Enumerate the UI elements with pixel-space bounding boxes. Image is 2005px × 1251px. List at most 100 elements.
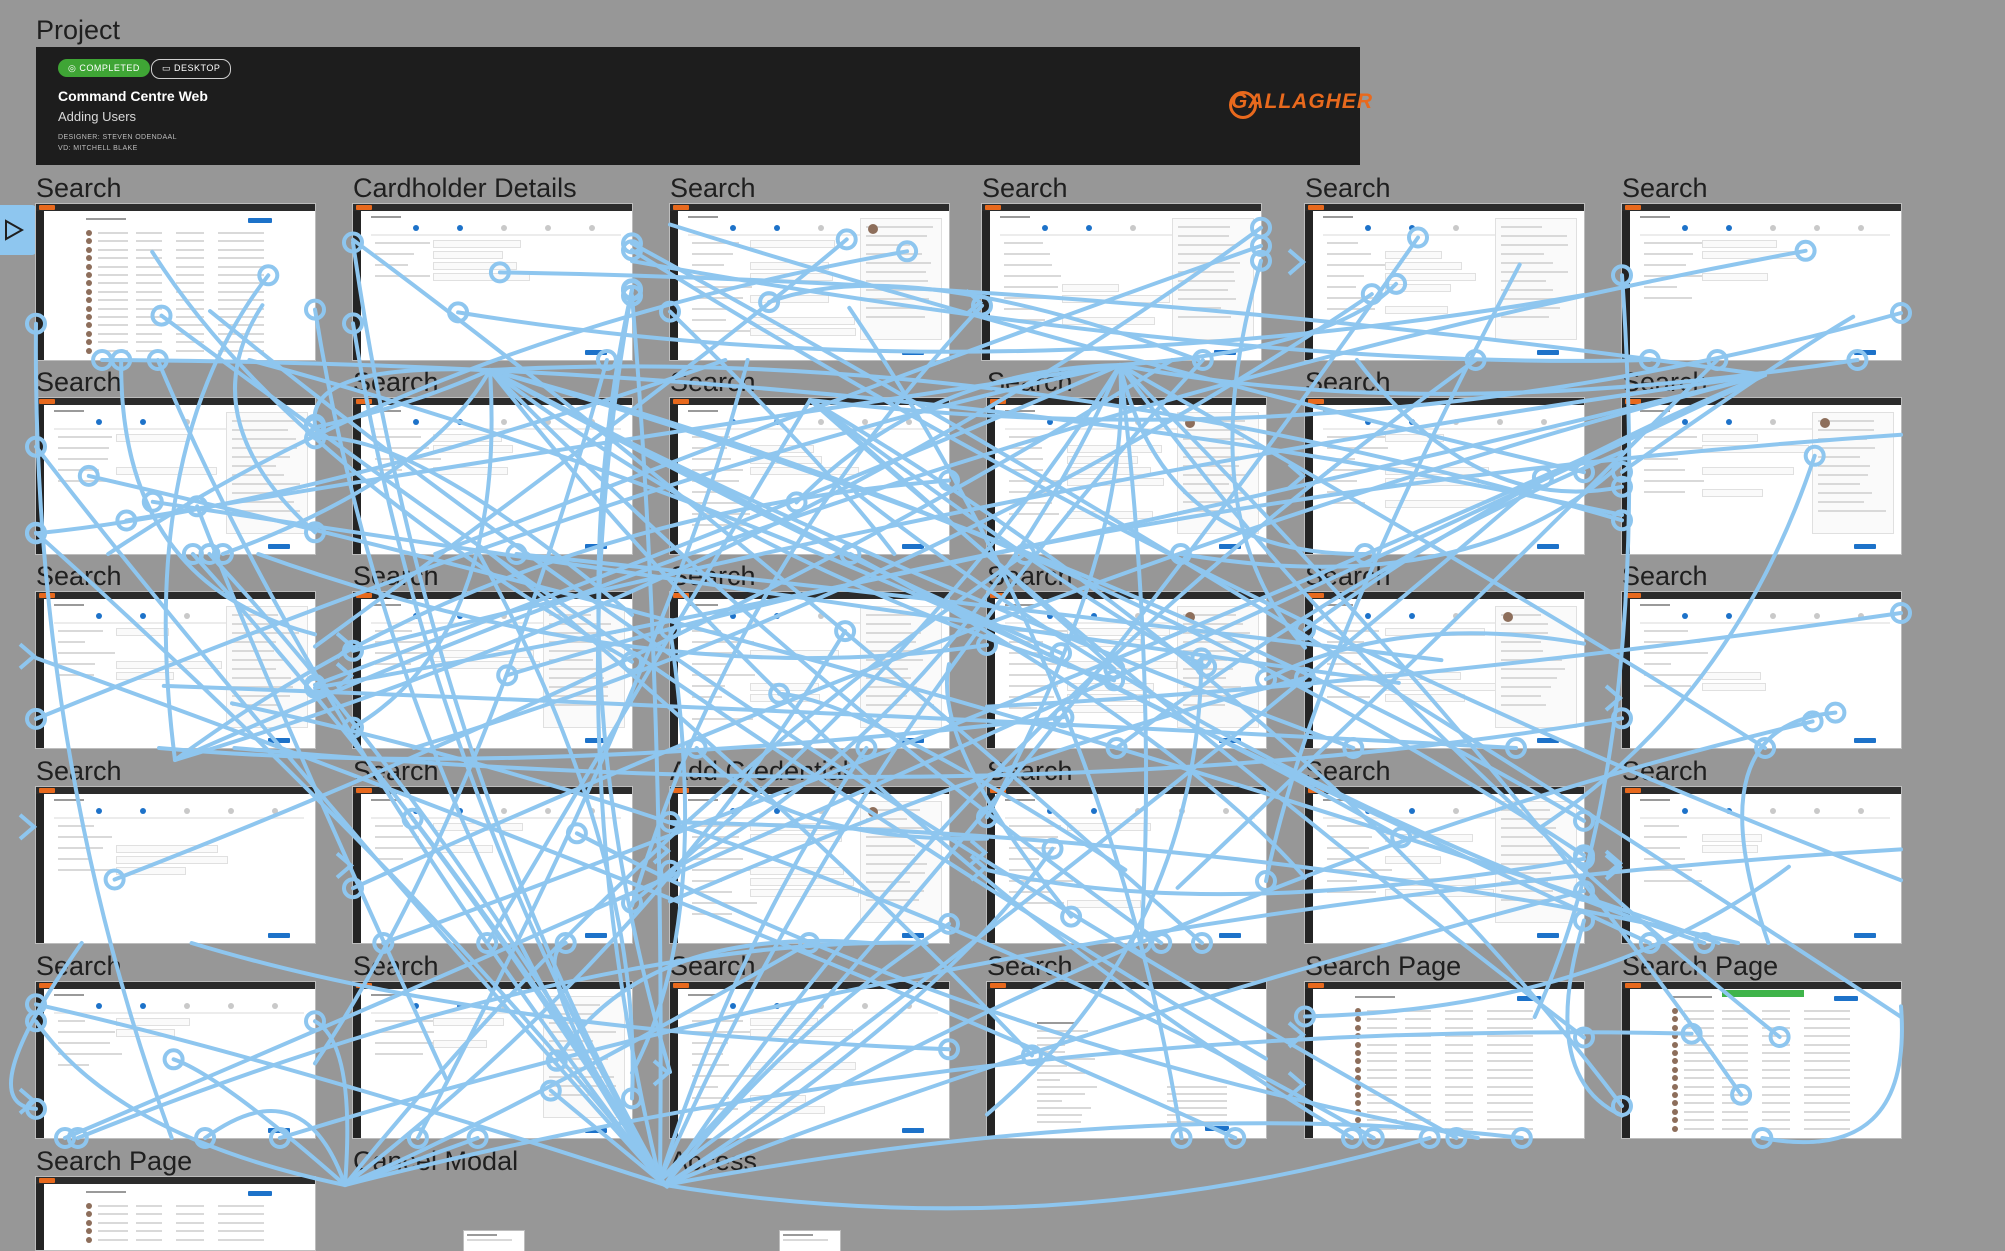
link-origin-node[interactable] [938,469,960,492]
link-origin-node[interactable] [621,239,643,262]
link-origin-node[interactable] [1385,272,1408,295]
link-origin-node[interactable] [1041,837,1064,860]
link-origin-node[interactable] [1611,460,1633,483]
link-origin-node[interactable] [1768,1026,1791,1048]
link-origin-node[interactable] [1294,666,1316,689]
link-origin-node[interactable] [1103,657,1126,680]
link-origin-node[interactable] [1890,302,1912,324]
link-origin-node[interactable] [150,304,173,327]
link-origin-node[interactable] [54,1127,76,1149]
link-origin-node[interactable] [1353,543,1376,565]
link-origin-node[interactable] [621,232,643,255]
link-origin-node[interactable] [1060,905,1083,928]
link-origin-node[interactable] [621,891,643,914]
link-origin-node[interactable] [1150,932,1173,954]
screen-thumbnail[interactable] [670,204,949,360]
link-origin-node[interactable] [1255,668,1277,691]
link-origin-node[interactable] [496,664,519,687]
link-origin-node[interactable] [103,868,126,891]
present-button[interactable] [0,205,36,255]
link-origin-node[interactable] [1824,701,1847,724]
link-origin-node[interactable] [211,543,234,565]
link-origin-node[interactable] [1573,847,1595,870]
link-origin-node[interactable] [1611,1095,1633,1117]
link-origin-node[interactable] [1794,239,1817,262]
link-origin-node[interactable] [1103,669,1126,692]
link-origin-node[interactable] [372,932,395,954]
link-origin-node[interactable] [1191,349,1214,371]
link-origin-node[interactable] [659,811,681,833]
link-origin-node[interactable] [1573,809,1595,832]
link-origin-node[interactable] [621,279,643,302]
link-origin-node[interactable] [304,521,326,544]
link-origin-node[interactable] [1294,618,1316,641]
link-origin-node[interactable] [785,491,808,514]
link-origin-node[interactable] [401,807,424,830]
link-origin-node[interactable] [466,1127,489,1149]
link-origin-node[interactable] [1730,1083,1753,1106]
screen-thumbnail[interactable] [36,1177,315,1250]
link-origin-node[interactable] [304,676,326,699]
link-origin-node[interactable] [1169,543,1192,565]
link-origin-node[interactable] [1751,1127,1774,1149]
link-origin-node[interactable] [1360,283,1383,306]
screen-thumbnail[interactable] [1622,982,1901,1138]
link-origin-node[interactable] [1693,932,1716,954]
link-origin-node[interactable] [938,1038,960,1061]
link-origin-node[interactable] [1362,1127,1385,1149]
link-origin-node[interactable] [659,618,681,640]
link-origin-node[interactable] [1050,642,1072,665]
link-origin-node[interactable] [1890,602,1912,624]
link-origin-node[interactable] [938,912,960,935]
link-origin-node[interactable] [342,716,364,739]
link-origin-node[interactable] [659,300,681,323]
link-origin-node[interactable] [896,240,919,263]
link-origin-node[interactable] [835,228,858,251]
screen-thumbnail[interactable] [982,204,1261,360]
link-origin-node[interactable] [621,1087,643,1110]
link-origin-node[interactable] [1611,509,1633,532]
link-origin-node[interactable] [1754,737,1777,759]
link-origin-node[interactable] [25,312,47,335]
link-origin-node[interactable] [565,822,588,845]
link-origin-node[interactable] [1170,1127,1193,1149]
link-origin-node[interactable] [839,543,862,565]
link-origin-node[interactable] [1611,707,1633,730]
link-origin-node[interactable] [1611,475,1633,498]
link-origin-node[interactable] [162,1048,185,1071]
link-origin-node[interactable] [1573,461,1595,484]
link-origin-node[interactable] [505,543,528,565]
link-origin-node[interactable] [685,737,708,759]
link-origin-node[interactable] [1418,1127,1441,1149]
link-origin-node[interactable] [659,859,681,882]
link-origin-node[interactable] [1294,1005,1316,1028]
link-origin-node[interactable] [141,490,164,513]
link-origin-node[interactable] [257,264,280,287]
link-origin-node[interactable] [25,1010,47,1033]
screen-thumbnail[interactable] [1622,398,1901,554]
link-origin-node[interactable] [834,620,857,643]
link-origin-node[interactable] [342,231,364,254]
link-origin-node[interactable] [1190,647,1213,670]
link-origin-node[interactable] [1846,349,1869,371]
link-origin-node[interactable] [1341,1127,1363,1149]
link-origin-node[interactable] [1573,909,1595,932]
link-origin-node[interactable] [1680,1022,1703,1045]
link-origin-node[interactable] [976,806,998,829]
modal-thumbnail[interactable] [464,1231,524,1251]
link-origin-node[interactable] [25,707,47,730]
link-origin-node[interactable] [1014,543,1036,565]
link-origin-node[interactable] [1250,234,1272,257]
link-origin-node[interactable] [476,932,499,954]
link-origin-node[interactable] [768,682,791,705]
link-origin-node[interactable] [1638,932,1661,954]
link-origin-node[interactable] [1250,249,1272,272]
link-origin-node[interactable] [1445,1127,1468,1149]
project-cover-banner[interactable]: ◎ COMPLETED ▭ DESKTOP Command Centre Web… [36,47,1372,165]
link-origin-node[interactable] [342,877,364,900]
link-origin-node[interactable] [186,495,209,518]
link-origin-node[interactable] [1573,1026,1595,1049]
link-origin-node[interactable] [146,349,169,371]
link-origin-node[interactable] [488,261,511,284]
link-origin-node[interactable] [77,464,100,487]
